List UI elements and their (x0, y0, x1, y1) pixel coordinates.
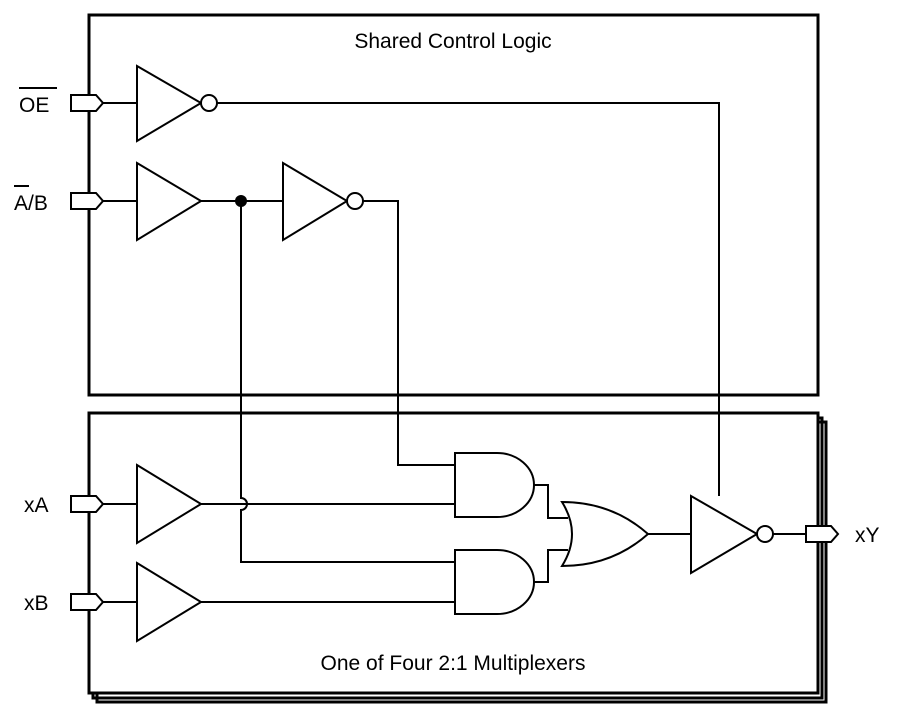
shared-control-logic-block (87, 13, 820, 397)
junction-dot (235, 195, 247, 207)
ab-buffer-gate (136, 161, 203, 242)
ab-input-port (70, 192, 105, 210)
xa-buffer-gate (136, 463, 203, 545)
ab-inverter-gate (282, 161, 349, 242)
xy-output-label: xY (855, 524, 880, 547)
oe-input-label: OE (19, 94, 49, 117)
ab-input-label-a: A (14, 192, 28, 215)
xa-input-port (70, 495, 105, 513)
oe-inverter-gate (136, 64, 203, 143)
oe-inverter-bubble (200, 94, 218, 112)
output-inverter-bubble (756, 525, 774, 543)
ab-input-label-b: /B (28, 192, 48, 215)
xb-input-label: xB (24, 592, 49, 615)
xy-output-port (805, 525, 840, 543)
output-tristate-inverter-gate (690, 494, 759, 575)
wire-and-b-to-or (534, 549, 568, 583)
or-gate (560, 500, 650, 568)
wire-ab-inv-out (363, 200, 455, 466)
oe-input-port (70, 94, 105, 112)
and-gate-a (454, 452, 535, 518)
mux-block-title: One of Four 2:1 Multiplexers (321, 652, 586, 675)
shared-control-logic-title: Shared Control Logic (354, 30, 551, 53)
ab-inverter-bubble (346, 192, 364, 210)
wire-oe-to-output-enable (217, 102, 720, 496)
xa-input-label: xA (24, 494, 49, 517)
and-gate-b (454, 549, 535, 615)
xb-input-port (70, 593, 105, 611)
ab-input-label: A/B (14, 192, 48, 215)
wire-and-a-to-or (534, 484, 568, 519)
xb-buffer-gate (136, 561, 203, 643)
